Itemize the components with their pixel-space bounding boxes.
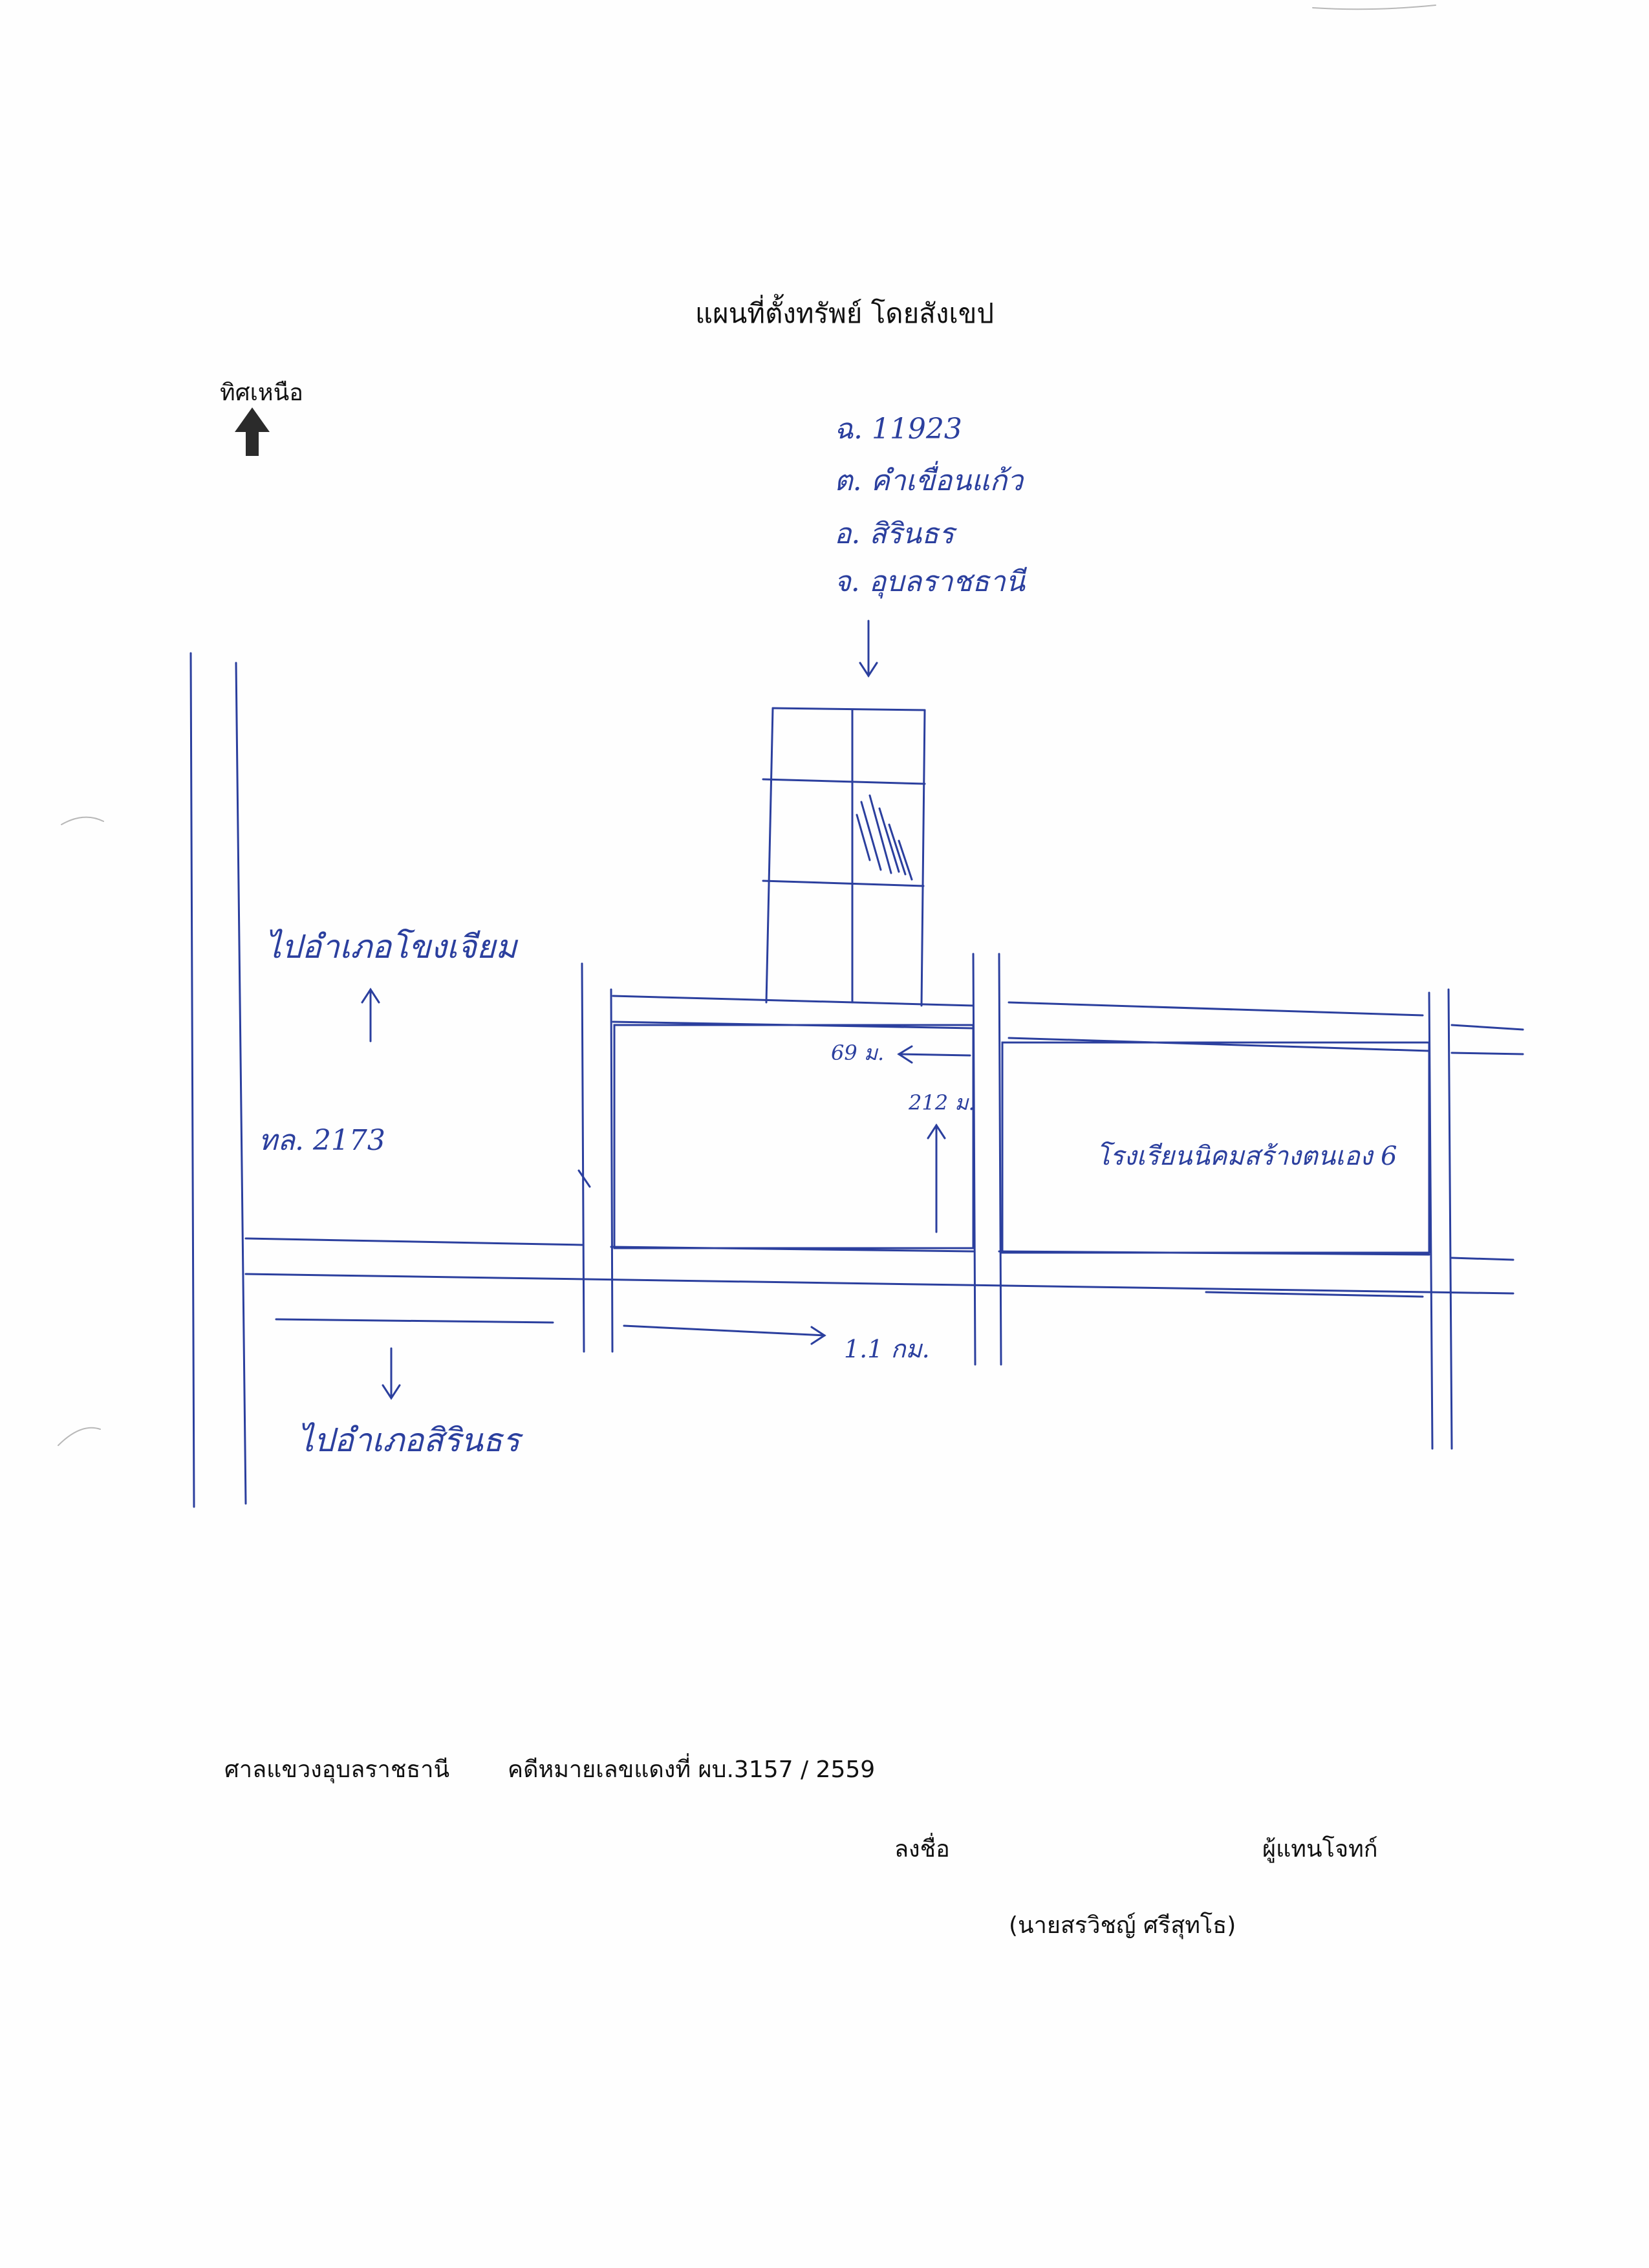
deed-district: อ. สิรินธร [834,517,954,550]
case-number: คดีหมายเลขแดงที่ ผบ.3157 / 2559 [508,1756,876,1783]
side-road [244,1237,1514,1324]
deed-number: ฉ. 11923 [834,413,962,446]
school-label: โรงเรียนนิคมสร้างตนเอง 6 [1096,1141,1397,1171]
lot-block [613,1024,975,1249]
depth-dimension-label: 212 ม. [909,1090,975,1115]
highway-2173-road [189,652,247,1508]
parcel-pointer-arrow [859,620,878,678]
distance-label: 1.1 กม. [844,1335,930,1363]
school-block [1001,1041,1430,1254]
parcel-grid [762,707,926,1007]
court-name: ศาลแขวงอุบลราชธานี [224,1756,450,1783]
arrow-to-sirindhorn [382,1347,401,1400]
north-arrow-icon [235,407,270,456]
road-to-sirindhorn-label: ไปอำเภอสิรินธร [297,1421,520,1459]
arrow-to-khong-chiam [361,988,380,1042]
deed-province: จ. อุบลราชธานี [834,565,1025,598]
page-title: แผนที่ตั้งทรัพย์ โดยสังเขป [695,297,995,329]
representative-label: ผู้แทนโจทก์ [1262,1836,1378,1863]
subject-plot-hatch [856,794,913,881]
lot-edge-tick [577,1169,591,1188]
frontage-road [612,995,1524,1055]
deed-subdistrict: ต. คำเขื่อนแก้ว [834,464,1024,497]
signature-label: ลงชื่อ [894,1836,950,1863]
highway-label: ทล. 2173 [259,1124,385,1157]
scan-mark-top [1312,5,1436,10]
scan-mark-left-1 [61,816,104,825]
distance-arrow [623,1324,826,1345]
depth-dimension-arrow [927,1123,946,1233]
scan-mark-left-2 [58,1427,101,1446]
road-to-khong-chiam-label: ไปอำเภอโขงเจียม [265,928,517,966]
width-dimension-label: 69 ม. [831,1041,885,1065]
north-label: ทิศเหนือ [220,380,303,406]
signer-name: (นายสรวิชญ์ ศรีสุทโธ) [1009,1912,1236,1939]
connector-roads [581,953,1453,1450]
width-dimension-arrow [897,1045,971,1064]
